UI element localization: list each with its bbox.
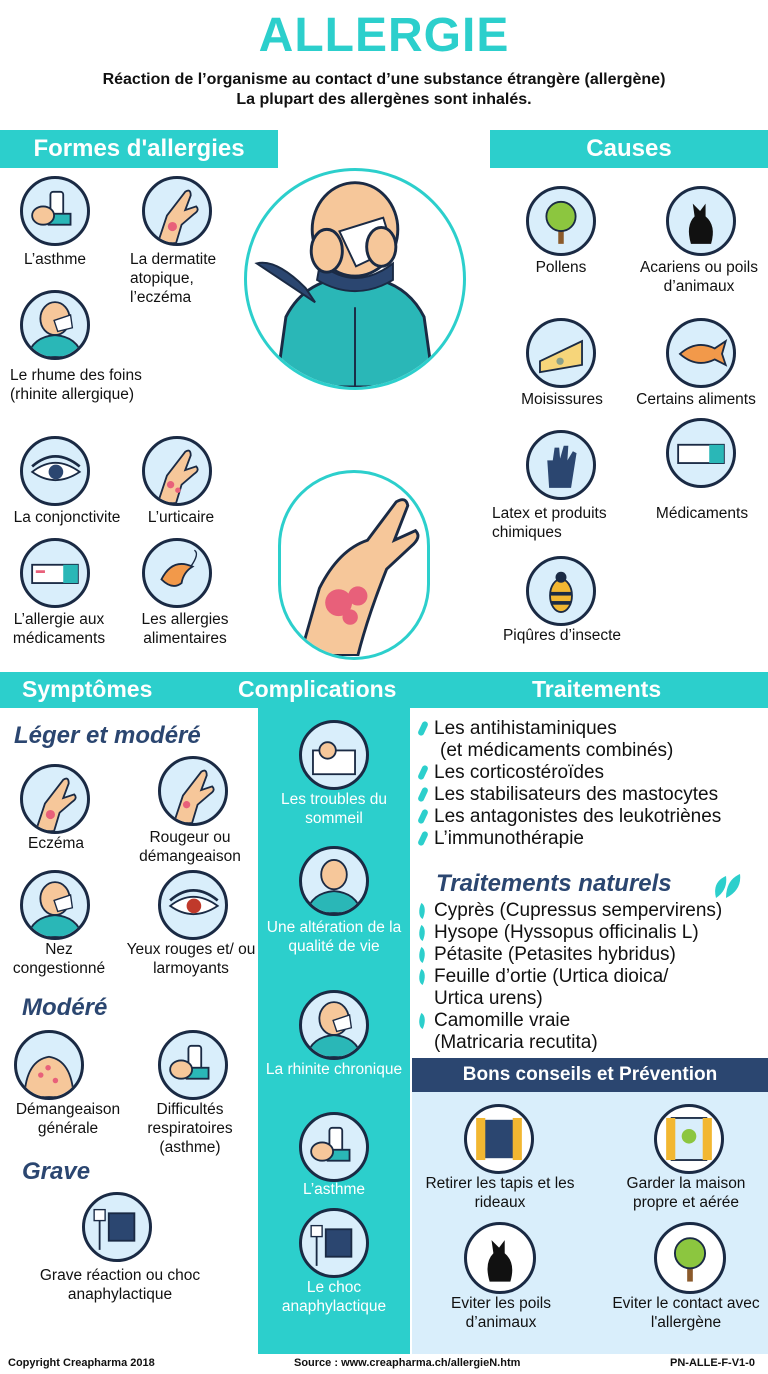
cause-pollens-label: Pollens bbox=[535, 259, 587, 276]
forme-alimentaires-label: Les allergies alimentaires bbox=[141, 611, 229, 647]
conseil-tapis-label: Retirer les tapis et les rideaux bbox=[425, 1175, 575, 1211]
complication-asthme-label: L’asthme bbox=[302, 1181, 366, 1198]
traitements-list: Les antihistaminiques (et médicaments co… bbox=[417, 718, 721, 850]
fish-icon bbox=[666, 318, 736, 388]
cheese-icon bbox=[526, 318, 596, 388]
symptome-difficultes-label: Difficultés respiratoires (asthme) bbox=[147, 1101, 233, 1156]
sleep-icon bbox=[299, 720, 369, 790]
redness-icon bbox=[158, 756, 228, 826]
eczema-icon bbox=[20, 764, 90, 834]
copyright: Copyright Creapharma 2018 bbox=[8, 1357, 155, 1369]
symptomes-header: Symptômes bbox=[22, 676, 153, 702]
drop-icon bbox=[417, 830, 429, 847]
leaf-icon bbox=[712, 872, 742, 900]
symptome-rougeur-label: Rougeur ou démangeaison bbox=[139, 829, 241, 865]
forme-dermatite-label: La dermatite atopique, l’eczéma bbox=[130, 251, 217, 306]
shrimp-icon bbox=[142, 538, 212, 608]
inhaler-icon bbox=[20, 176, 90, 246]
sneezing-person-icon bbox=[20, 290, 90, 360]
cause-acariens-label: Acariens ou poils d’animaux bbox=[639, 259, 759, 295]
page-subtitle: Réaction de l’organisme au contact d’une… bbox=[102, 71, 666, 108]
medicine-box-cause-icon bbox=[666, 418, 736, 488]
leaf-bullet-icon bbox=[415, 1012, 429, 1030]
curtains-icon bbox=[464, 1104, 534, 1174]
rash-hand-icon bbox=[298, 498, 420, 657]
medicine-box-icon bbox=[20, 538, 90, 608]
symptome-grave-label: Grave réaction ou choc anaphylactique bbox=[39, 1267, 201, 1303]
leaf-bullet-icon bbox=[415, 924, 429, 942]
open-window-icon bbox=[654, 1104, 724, 1174]
cause-aliments-label: Certains aliments bbox=[636, 391, 756, 408]
forme-urticaire-label: L’urticaire bbox=[147, 509, 215, 526]
formes-header: Formes d'allergies bbox=[0, 130, 278, 168]
cat-icon bbox=[666, 186, 736, 256]
quality-life-icon bbox=[299, 846, 369, 916]
hand-rash-icon bbox=[142, 176, 212, 246]
drop-icon bbox=[417, 764, 429, 781]
drop-icon bbox=[417, 786, 429, 803]
leger-title: Léger et modéré bbox=[14, 722, 201, 749]
conseil-maison-label: Garder la maison propre et aérée bbox=[626, 1175, 746, 1211]
drop-icon bbox=[417, 720, 429, 737]
conseil-poils-label: Eviter les poils d’animaux bbox=[451, 1295, 551, 1331]
hospital-drip-icon bbox=[82, 1192, 152, 1262]
leaf-bullet-icon bbox=[415, 968, 429, 986]
congested-nose-icon bbox=[20, 870, 90, 940]
complication-qualite-label: Une altération de la qualité de vie bbox=[266, 919, 402, 955]
grave-title: Grave bbox=[22, 1158, 91, 1185]
hand-urticaire-icon bbox=[142, 436, 212, 506]
sections-bar bbox=[0, 672, 768, 708]
sneezing-man-icon bbox=[254, 181, 436, 387]
leaf-bullet-icon bbox=[415, 902, 429, 920]
red-eye-icon bbox=[158, 870, 228, 940]
traitements-header: Traitements bbox=[532, 676, 662, 702]
conseils-header: Bons conseils et Prévention bbox=[412, 1058, 768, 1092]
conseil-contact-label: Eviter le contact avec l'allergène bbox=[612, 1295, 760, 1331]
cause-medicaments-label: Médicaments bbox=[655, 505, 749, 522]
chronic-rhinitis-icon bbox=[299, 990, 369, 1060]
forme-medicaments-label: L’allergie aux médicaments bbox=[12, 611, 106, 647]
leaf-bullet-icon bbox=[415, 946, 429, 964]
complication-choc-label: Le choc anaphylactique bbox=[281, 1279, 387, 1315]
anaphylactic-icon bbox=[299, 1208, 369, 1278]
tree-icon bbox=[526, 186, 596, 256]
complication-sommeil-label: Les troubles du sommeil bbox=[281, 791, 387, 827]
cause-latex-label: Latex et produits chimiques bbox=[492, 505, 607, 541]
inhaler-symptome-icon bbox=[158, 1030, 228, 1100]
symptome-nez-label: Nez congestionné bbox=[12, 941, 106, 977]
source-link[interactable]: Source : www.creapharma.ch/allergieN.htm bbox=[294, 1357, 521, 1369]
eye-icon bbox=[20, 436, 90, 506]
sneezing-man-illustration bbox=[244, 168, 466, 390]
cat-conseil-icon bbox=[464, 1222, 536, 1294]
modere-title: Modéré bbox=[22, 994, 108, 1021]
rash-arm-illustration bbox=[278, 470, 430, 660]
symptome-demangeaison-label: Démangeaison générale bbox=[15, 1101, 121, 1137]
bee-icon bbox=[526, 556, 596, 626]
symptome-yeux-label: Yeux rouges et/ ou larmoyants bbox=[126, 941, 256, 977]
cause-moisissures-label: Moisissures bbox=[521, 391, 603, 408]
forme-asthme-label: L’asthme bbox=[23, 251, 87, 268]
glove-icon bbox=[526, 430, 596, 500]
naturels-title: Traitements naturels bbox=[436, 870, 672, 897]
itching-back-icon bbox=[14, 1030, 84, 1100]
symptome-eczema-label: Eczéma bbox=[28, 835, 84, 852]
naturels-list: Cyprès (Cupressus sempervirens) Hysope (… bbox=[415, 900, 722, 1054]
drop-icon bbox=[417, 808, 429, 825]
document-code: PN-ALLE-F-V1-0 bbox=[670, 1357, 755, 1369]
tree-conseil-icon bbox=[654, 1222, 726, 1294]
asthma-inhaler-icon bbox=[299, 1112, 369, 1182]
forme-conjonctivite-label: La conjonctivite bbox=[13, 509, 121, 526]
cause-piqures-label: Piqûres d’insecte bbox=[502, 627, 622, 644]
causes-header: Causes bbox=[490, 130, 768, 168]
forme-rhume-label: Le rhume des foins (rhinite allergique) bbox=[10, 367, 142, 403]
page-title: ALLERGIE bbox=[258, 9, 510, 62]
complication-rhinite-label: La rhinite chronique bbox=[265, 1061, 403, 1078]
complications-header: Complications bbox=[238, 676, 397, 702]
